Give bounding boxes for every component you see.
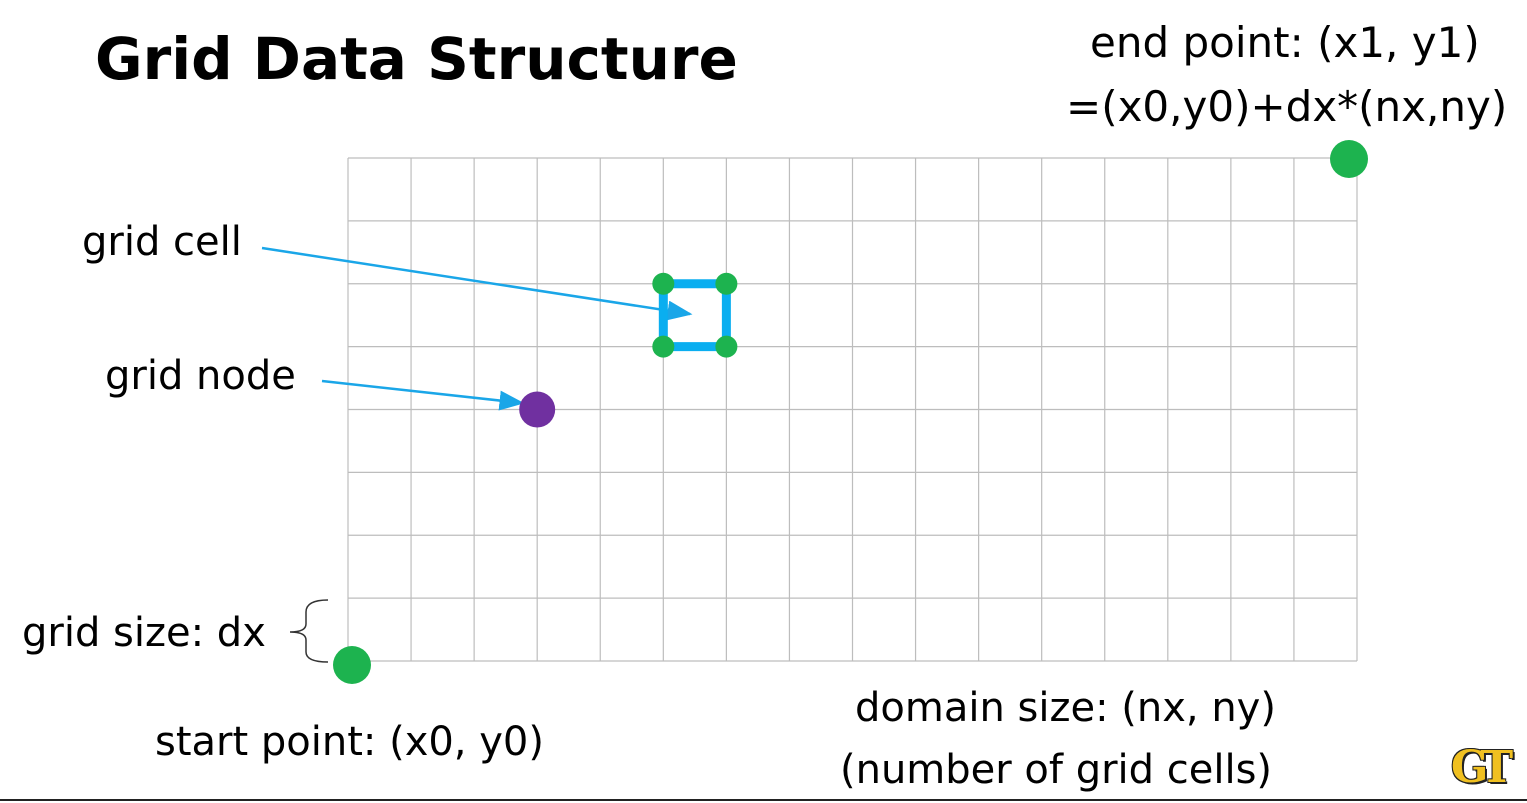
grid-cell-label: grid cell bbox=[82, 219, 242, 265]
end-point-label: end point: (x1, y1) bbox=[1090, 18, 1480, 67]
grid-cell-outline bbox=[658, 279, 731, 352]
grid-node-label: grid node bbox=[105, 353, 296, 399]
domain-size-label: domain size: (nx, ny) bbox=[855, 685, 1276, 731]
start-point-label: start point: (x0, y0) bbox=[155, 719, 544, 765]
grid-cell-corner-node bbox=[652, 272, 675, 295]
start-point-dot bbox=[333, 646, 371, 684]
grid-cell-arrow bbox=[261, 246, 693, 321]
highlighted-grid-cell bbox=[652, 272, 738, 358]
grid-lines bbox=[347, 157, 1358, 662]
gt-logo-text: GT bbox=[1450, 742, 1513, 793]
grid-cell-corner-node bbox=[715, 335, 738, 358]
grid-node-dot bbox=[519, 391, 556, 428]
grid-size-label: grid size: dx bbox=[22, 610, 266, 656]
end-point-dot bbox=[1330, 140, 1368, 178]
gt-logo: GT bbox=[1430, 740, 1526, 796]
footer-rule bbox=[0, 799, 1527, 801]
domain-size-note: (number of grid cells) bbox=[840, 747, 1273, 793]
grid-cell-corner-node bbox=[715, 272, 738, 295]
grid-size-brace bbox=[289, 599, 329, 663]
slide-title: Grid Data Structure bbox=[95, 25, 738, 93]
end-point-formula: =(x0,y0)+dx*(nx,ny) bbox=[1066, 82, 1508, 131]
grid-cell-corner-node bbox=[652, 335, 675, 358]
grid-node-arrow bbox=[321, 379, 525, 411]
